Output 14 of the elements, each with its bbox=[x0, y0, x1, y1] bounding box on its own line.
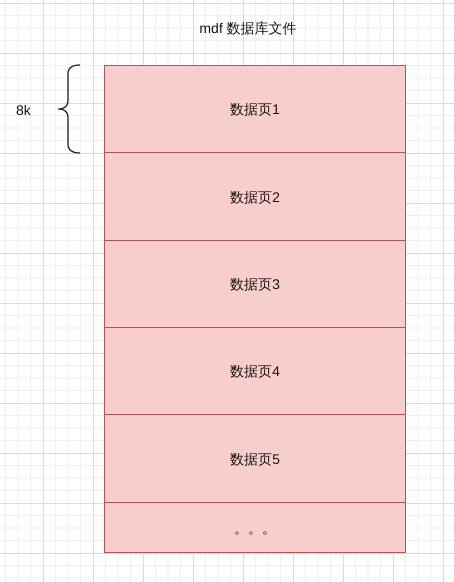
page-label: 数据页1 bbox=[230, 100, 280, 118]
page-label: 。。。 bbox=[234, 518, 276, 536]
page-label: 数据页4 bbox=[230, 362, 280, 380]
diagram-title: mdf 数据库文件 bbox=[199, 19, 297, 38]
page-label: 数据页5 bbox=[230, 450, 280, 468]
data-page-box bbox=[104, 65, 406, 153]
page-label: 数据页2 bbox=[230, 188, 280, 206]
data-page-box bbox=[104, 152, 406, 241]
data-page-box bbox=[104, 327, 406, 415]
page-label: 数据页3 bbox=[230, 275, 280, 293]
data-page-box bbox=[104, 502, 406, 553]
data-page-box bbox=[104, 240, 406, 328]
size-label: 8k bbox=[16, 101, 31, 119]
data-page-box bbox=[104, 414, 406, 503]
